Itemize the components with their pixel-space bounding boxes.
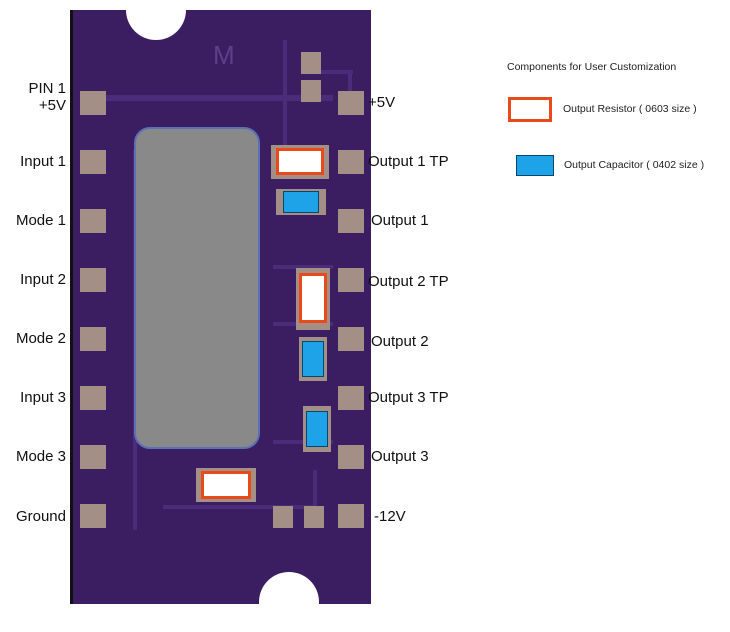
pad-input-1 <box>80 150 106 174</box>
output-resistor-1 <box>276 148 324 175</box>
label-plus-5v-left: +5V <box>38 97 66 114</box>
pad-plus-5v-right <box>338 91 364 115</box>
pad-minus-12v <box>338 504 364 528</box>
pad-mode-3 <box>80 445 106 469</box>
small-pad <box>273 506 293 528</box>
label-output-1-tp: Output 1 TP <box>368 153 449 170</box>
label-pin-1: PIN 1 <box>28 80 66 97</box>
output-capacitor-2 <box>302 341 324 377</box>
label-output-1: Output 1 <box>371 212 429 229</box>
pad-output-1-tp <box>338 150 364 174</box>
pad-output-2 <box>338 327 364 351</box>
small-pad <box>301 52 321 74</box>
pad-mode-2 <box>80 327 106 351</box>
label-mode-2: Mode 2 <box>15 330 66 347</box>
output-capacitor-1 <box>283 191 319 213</box>
bottom-mounting-notch <box>259 572 319 632</box>
legend-resistor-label: Output Resistor ( 0603 size ) <box>563 103 697 115</box>
pad-ground <box>80 504 106 528</box>
output-resistor-3 <box>201 471 251 499</box>
legend-capacitor-label: Output Capacitor ( 0402 size ) <box>564 159 705 171</box>
pad-input-2 <box>80 268 106 292</box>
pad-output-3-tp <box>338 386 364 410</box>
capacitor-swatch-icon <box>516 155 554 176</box>
small-pad <box>301 80 321 102</box>
label-input-3: Input 3 <box>20 389 66 406</box>
label-output-2: Output 2 <box>371 333 429 350</box>
label-mode-3: Mode 3 <box>15 448 66 465</box>
label-input-1: Input 1 <box>20 153 66 170</box>
legend-title: Components for User Customization <box>507 61 677 73</box>
output-resistor-2 <box>299 273 327 323</box>
pad-pin-1 <box>80 91 106 115</box>
ic-chip <box>134 127 260 449</box>
label-ground: Ground <box>15 508 66 525</box>
output-capacitor-3 <box>306 411 328 447</box>
label-output-2-tp: Output 2 TP <box>368 273 449 290</box>
pad-output-3 <box>338 445 364 469</box>
resistor-swatch-icon <box>508 97 552 122</box>
label-minus-12v: -12V <box>374 508 406 525</box>
label-output-3: Output 3 <box>371 448 429 465</box>
pad-mode-1 <box>80 209 106 233</box>
small-pad <box>304 506 324 528</box>
pad-output-2-tp <box>338 268 364 292</box>
label-mode-1: Mode 1 <box>15 212 66 229</box>
label-output-3-tp: Output 3 TP <box>368 389 449 406</box>
label-input-2: Input 2 <box>20 271 66 288</box>
label-plus-5v-right: +5V <box>368 94 396 111</box>
pad-output-1 <box>338 209 364 233</box>
pad-input-3 <box>80 386 106 410</box>
